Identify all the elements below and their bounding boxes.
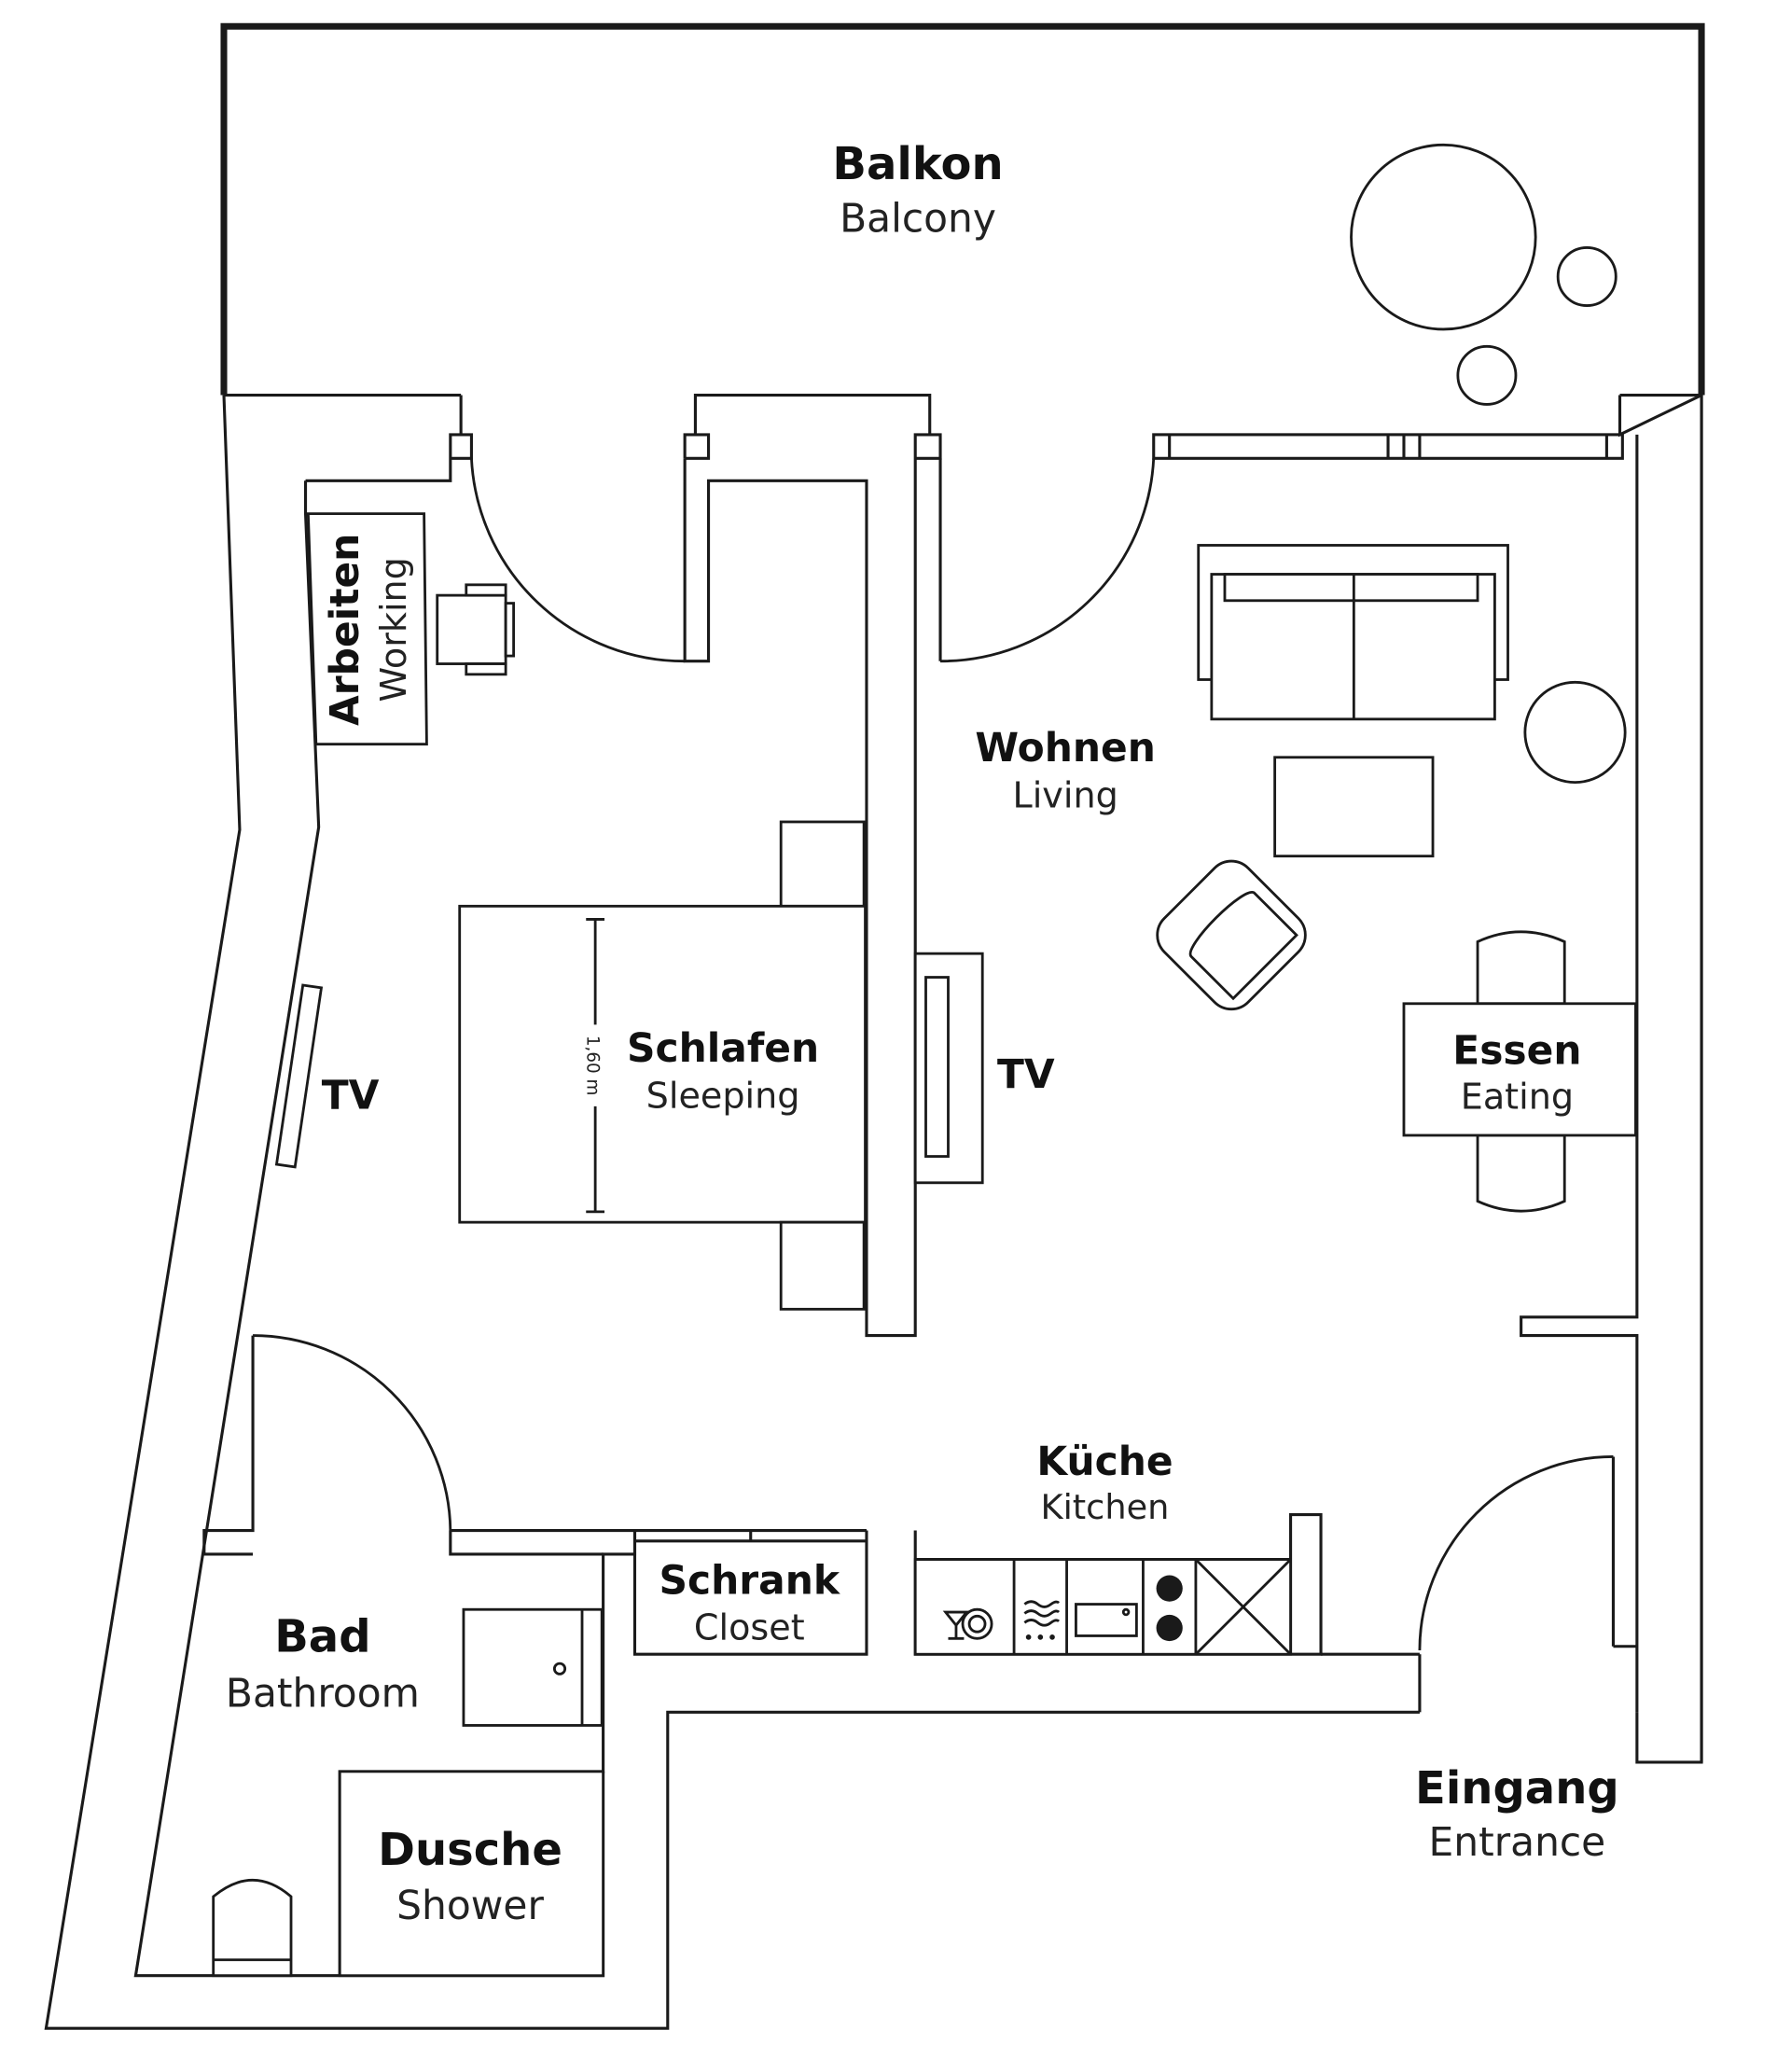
bathroom-label-en: Bathroom [226, 1671, 420, 1717]
kitchen-label-en: Kitchen [1041, 1487, 1170, 1527]
cooktop-icon [1156, 1575, 1183, 1642]
working-label: Arbeiten [322, 534, 368, 726]
kitchen-label: Küche [1036, 1439, 1173, 1484]
living-label-en: Living [1012, 774, 1118, 815]
heater-icon [1023, 1600, 1061, 1640]
entrance-label-en: Entrance [1429, 1819, 1606, 1865]
balcony-label-en: Balcony [840, 195, 996, 241]
bed-width-label: 1,60 m [583, 1036, 603, 1096]
tv-right-label: TV [997, 1051, 1055, 1097]
eating-area [1402, 930, 1637, 1213]
bed-width-dimension [586, 918, 605, 1214]
sleeping-area [274, 820, 867, 1311]
living-label: Wohnen [975, 725, 1155, 771]
sink-icon [1075, 1603, 1138, 1637]
dining-chair-bottom [1476, 1133, 1566, 1213]
shower-label-en: Shower [396, 1883, 544, 1928]
nightstand-top [779, 820, 866, 908]
sleeping-label-en: Sleeping [646, 1075, 800, 1116]
sofa [1197, 544, 1509, 721]
working-area [306, 512, 516, 746]
bathroom-label: Bad [274, 1610, 370, 1662]
eating-label: Essen [1452, 1028, 1581, 1074]
bed [458, 904, 867, 1224]
balcony-area [220, 22, 1705, 406]
side-table [1523, 680, 1627, 785]
kitchen-area [913, 1558, 1292, 1656]
fridge-icon [1194, 1558, 1292, 1656]
dishwasher-icon [942, 1607, 993, 1640]
shower-tray [338, 1770, 605, 1978]
dining-chair-top [1476, 930, 1566, 1006]
desk [306, 512, 428, 746]
closet-label: Schrank [659, 1557, 840, 1603]
labels: Balkon Balcony Arbeiten Working Wohnen L… [226, 138, 1619, 1928]
closet-label-en: Closet [694, 1607, 805, 1648]
dining-table [1402, 1002, 1637, 1137]
shower-label: Dusche [378, 1824, 562, 1876]
living-area [913, 544, 1627, 1185]
entrance-label: Eingang [1415, 1762, 1619, 1815]
office-chair [436, 583, 516, 676]
balcony-door-working [470, 458, 686, 663]
sleeping-label: Schlafen [627, 1025, 819, 1071]
tv-left [274, 983, 324, 1169]
coffee-table [1273, 756, 1435, 858]
eating-label-en: Eating [1461, 1077, 1574, 1118]
bathroom-area [212, 1607, 605, 1978]
tv-right [913, 952, 984, 1185]
doors [253, 458, 1616, 1650]
toilet [212, 1879, 293, 1978]
washbasin [462, 1607, 604, 1727]
balcony-stool-2 [1456, 344, 1518, 406]
bathroom-door [253, 1334, 452, 1531]
balcony-door-living [940, 458, 1156, 663]
working-label-en: Working [373, 557, 414, 702]
armchair [1156, 859, 1307, 1011]
balcony-stool-1 [1556, 246, 1617, 307]
tv-left-label: TV [322, 1073, 380, 1119]
nightstand-bottom [779, 1220, 866, 1311]
balcony-table-large [1350, 143, 1537, 331]
entrance-door [1418, 1455, 1614, 1650]
balcony-label: Balkon [832, 138, 1003, 190]
